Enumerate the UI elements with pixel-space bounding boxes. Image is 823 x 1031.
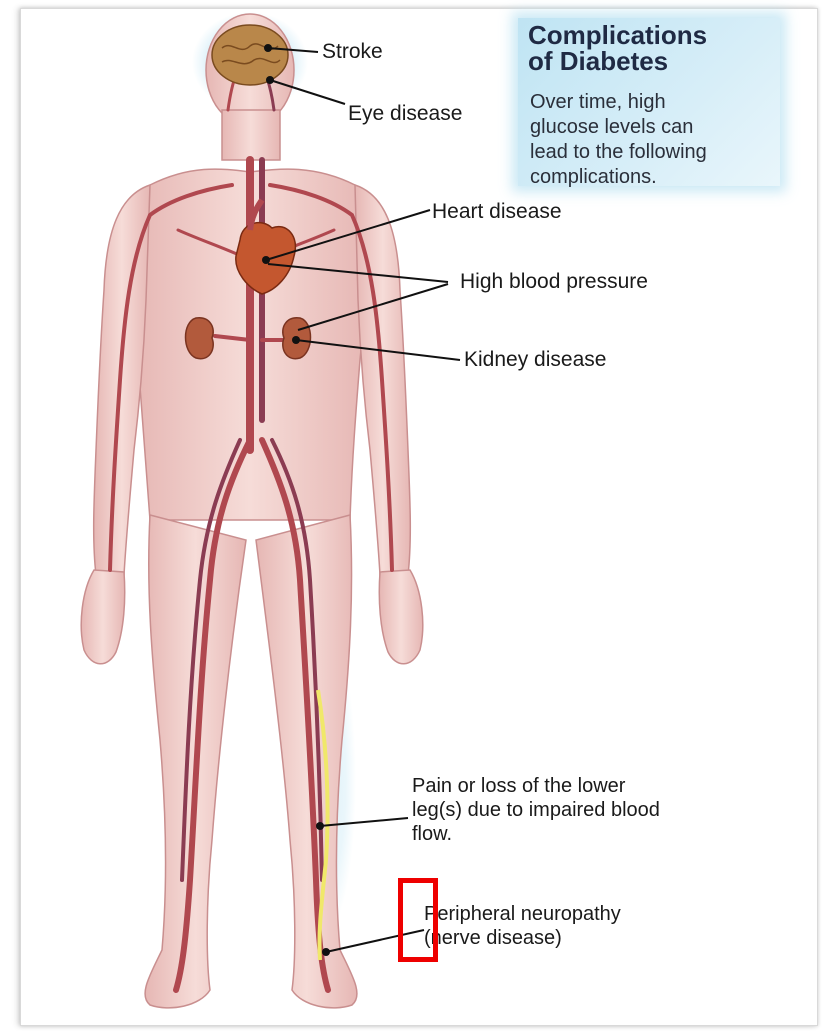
label-eye-disease: Eye disease bbox=[348, 102, 462, 126]
label-peripheral-neuropathy: Peripheral neuropathy (nerve disease) bbox=[424, 902, 621, 950]
label-stroke: Stroke bbox=[322, 40, 383, 64]
diagram-title: Complications of Diabetes bbox=[528, 22, 778, 74]
label-heart-disease: Heart disease bbox=[432, 200, 562, 224]
label-kidney-disease: Kidney disease bbox=[464, 348, 606, 372]
label-high-blood-pressure: High blood pressure bbox=[460, 270, 648, 294]
brain bbox=[212, 25, 288, 85]
highlight-box bbox=[398, 878, 438, 962]
diagram-subtitle: Over time, high glucose levels can lead … bbox=[530, 90, 780, 190]
label-lower-leg: Pain or loss of the lower leg(s) due to … bbox=[412, 774, 660, 846]
